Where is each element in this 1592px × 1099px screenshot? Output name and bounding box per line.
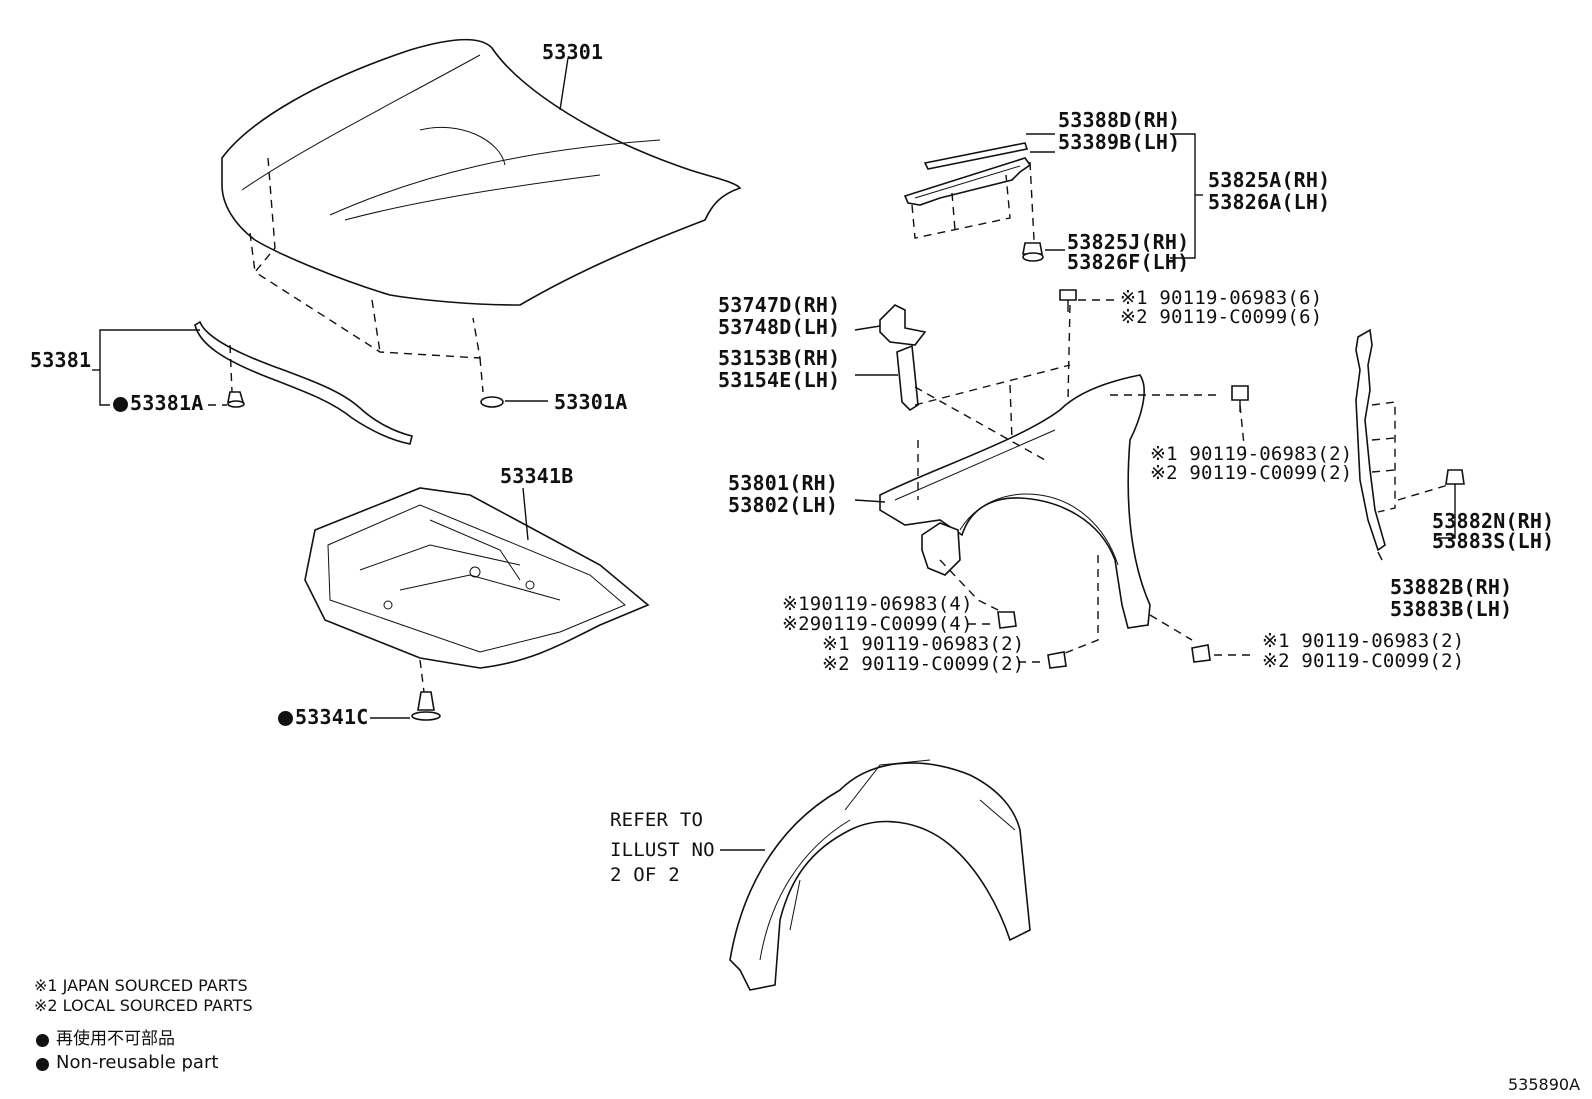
label-liner-seal2-lh: 53883B(LH) (1390, 597, 1513, 621)
insulator-clip-part[interactable] (411, 691, 441, 721)
legend-local-sourced: ※2 LOCAL SOURCED PARTS (34, 996, 253, 1015)
non-reusable-dot (113, 397, 128, 412)
legend-japan-sourced: ※1 JAPAN SOURCED PARTS (34, 976, 248, 995)
hood-seal-strip[interactable] (194, 320, 413, 445)
bolt-lower-a-local: ※290119-C0099(4) (782, 613, 973, 635)
bolt-lower-b-japan: ※1 90119-06983(2) (822, 633, 1025, 655)
label-fender-seal-rh: 53825A(RH) (1208, 168, 1331, 192)
bolt-lower-c-japan: ※1 90119-06983(2) (1262, 630, 1465, 652)
label-liner-seal2-rh: 53882B(RH) (1390, 575, 1513, 599)
refer-line-1: REFER TO (610, 809, 704, 831)
hood-panel[interactable] (221, 38, 742, 306)
illustration-id: 535890A (1508, 1075, 1581, 1094)
label-hood-seal: 53381 (30, 348, 92, 372)
label-cowl-seal-rh: 53388D(RH) (1058, 108, 1181, 132)
bolt-lower-c[interactable] (1191, 644, 1211, 663)
bolt-top[interactable] (1059, 289, 1077, 312)
liner-seal-clip[interactable] (1445, 469, 1465, 485)
label-bracket-a-rh: 53747D(RH) (718, 293, 841, 317)
bolt-lower-b[interactable] (1047, 651, 1067, 669)
label-bracket-a-lh: 53748D(LH) (718, 315, 841, 339)
label-fender-rh: 53801(RH) (728, 471, 839, 495)
label-insulator-clip: 53341C (295, 705, 369, 729)
fender-bracket-b[interactable] (896, 344, 919, 412)
legend-dot-icon (36, 1058, 49, 1071)
non-reusable-dot (278, 711, 293, 726)
fender-liner-seal[interactable] (1355, 328, 1386, 552)
hood-insulator-panel[interactable] (304, 487, 650, 669)
fender-seal-bracket[interactable] (903, 157, 1032, 206)
legend-dot-icon (36, 1034, 49, 1047)
fender-bracket-a[interactable] (879, 304, 927, 346)
label-hood: 53301 (542, 40, 604, 64)
front-fender-panel[interactable] (879, 374, 1151, 629)
hood-seal-clip[interactable] (227, 391, 245, 408)
bolt-lower-a-japan: ※190119-06983(4) (782, 593, 973, 615)
label-cowl-seal-lh: 53389B(LH) (1058, 130, 1181, 154)
label-hood-seal-clip: 53381A (130, 391, 204, 415)
bolt-lower-c-local: ※2 90119-C0099(2) (1262, 650, 1465, 672)
bolt-top-japan: ※1 90119-06983(6) (1120, 287, 1323, 309)
fender-inner-bracket[interactable] (921, 522, 961, 576)
label-fender-seal-lh: 53826A(LH) (1208, 190, 1331, 214)
bolt-side[interactable] (1231, 385, 1249, 412)
refer-line-2: ILLUST NO (610, 839, 715, 861)
fender-liner[interactable] (729, 759, 1031, 991)
label-liner-seal-lh: 53883S(LH) (1432, 529, 1555, 553)
bolt-top-local: ※2 90119-C0099(6) (1120, 306, 1323, 328)
legend-non-reusable-jp: 再使用不可部品 (56, 1029, 175, 1049)
label-fender-lh: 53802(LH) (728, 493, 839, 517)
label-liner-seal-rh: 53882N(RH) (1432, 509, 1555, 533)
label-seal-clip-lh: 53826F(LH) (1067, 250, 1190, 274)
cowl-seal-strip[interactable] (923, 142, 1029, 170)
fender-seal-clip[interactable] (1022, 242, 1044, 262)
bolt-lower-a[interactable] (997, 611, 1017, 629)
bolt-side-local: ※2 90119-C0099(2) (1150, 462, 1353, 484)
refer-line-3: 2 OF 2 (610, 864, 680, 886)
label-bracket-b-rh: 53153B(RH) (718, 346, 841, 370)
legend-non-reusable-en: Non-reusable part (56, 1052, 219, 1073)
label-hood-insulator: 53341B (500, 464, 574, 488)
hood-cushion-part[interactable] (480, 396, 504, 408)
label-hood-cushion: 53301A (554, 390, 628, 414)
label-bracket-b-lh: 53154E(LH) (718, 368, 841, 392)
bolt-lower-b-local: ※2 90119-C0099(2) (822, 653, 1025, 675)
label-seal-clip-rh: 53825J(RH) (1067, 230, 1190, 254)
bolt-side-japan: ※1 90119-06983(2) (1150, 443, 1353, 465)
